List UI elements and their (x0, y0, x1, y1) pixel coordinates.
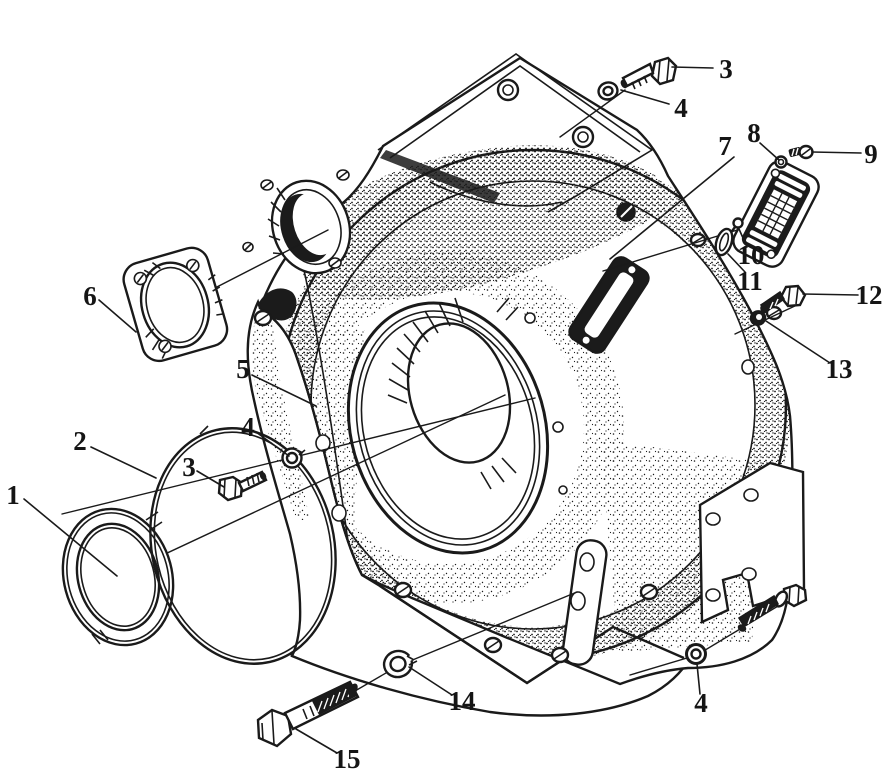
flange-screw-hole (158, 339, 172, 354)
callout-number-oil-seal: 1 (6, 480, 20, 510)
opening-screw-hole (260, 179, 274, 191)
callout-leader-retainer-clip (727, 253, 746, 273)
callout-leader-washer-right (765, 320, 831, 364)
callout-number-vent-screw: 9 (864, 139, 878, 169)
pad-hole (741, 567, 757, 581)
flange-screw-hole (133, 271, 148, 286)
part-spring-washer-bottom (382, 649, 418, 679)
part-bolt-right (759, 284, 807, 314)
callout-number-rear-plate: 5 (236, 354, 250, 384)
callout-number-bolt-lower-front: 3 (182, 452, 196, 482)
part-washer-lower-front (281, 445, 306, 469)
callout-number-bolt-right: 12 (856, 280, 883, 310)
pad-bolt-hole (571, 125, 595, 149)
callout-number-washer-lower-front: 4 (241, 412, 255, 442)
callout-number-retainer-clip: 11 (737, 266, 763, 296)
pad-hole (743, 488, 759, 502)
pad-hole (705, 512, 721, 526)
bottom-flange (379, 539, 685, 685)
callout-number-long-bolt: 15 (334, 744, 361, 774)
callout-number-washer-top: 4 (674, 93, 688, 123)
flange-screw (550, 646, 570, 664)
callout-number-vent-lock-washer: 8 (747, 118, 761, 148)
callout-leader-washer-top (620, 89, 670, 105)
callout-leader-rear-plate (251, 374, 317, 407)
part-oil-seal (61, 507, 175, 647)
part-bolt-top (620, 56, 678, 90)
pad-bolt-hole (496, 78, 520, 102)
flange-screw (639, 583, 659, 601)
face-boss (616, 202, 636, 222)
callout-leader-spring-washer-bottom (408, 666, 453, 696)
callout-leader-bolt-lower-front (196, 470, 225, 488)
callout-leader-gasket-ring (90, 446, 157, 479)
part-washer-lower-right (685, 643, 707, 665)
part-cover-flange (122, 246, 229, 363)
callout-number-washer-lower-right: 4 (694, 688, 708, 718)
callout-leader-washer-lower-front (255, 431, 290, 457)
vent-opening (568, 256, 650, 354)
callout-number-retainer-pin: 10 (738, 240, 765, 270)
part-washer-right (749, 310, 767, 326)
part-washer-top (597, 81, 619, 101)
callout-number-vent-plate: 7 (718, 131, 732, 161)
part-bolt-lower-front (217, 470, 268, 502)
housing-casting (242, 53, 806, 686)
opening-screw-hole (328, 257, 342, 269)
callout-leader-washer-lower-right (696, 663, 701, 695)
callout-leader-bolt-right (802, 293, 859, 296)
callout-leader-vent-screw (811, 151, 862, 154)
part-gasket-ring (149, 425, 337, 665)
part-long-bolt (256, 680, 360, 748)
callout-number-cover-flange: 6 (83, 281, 97, 311)
callout-number-bolt-top: 3 (719, 54, 733, 84)
part-vent-screw (788, 144, 814, 160)
callout-leader-long-bolt (295, 728, 338, 754)
upper-left-opening (242, 169, 352, 275)
opening-screw-hole (242, 241, 254, 253)
callout-number-spring-washer-bottom: 14 (449, 686, 476, 716)
callout-leader-cover-flange (98, 299, 137, 333)
part-retainer-clip (714, 227, 734, 257)
flange-screw (393, 581, 413, 599)
callout-number-washer-right: 13 (826, 354, 853, 384)
callout-leader-oil-seal (23, 498, 118, 577)
callout-number-gasket-ring: 2 (73, 426, 87, 456)
flange-screw-hole (186, 258, 200, 273)
pad-hole (705, 588, 721, 602)
callout-leader-bolt-top (671, 66, 714, 69)
opening-screw-hole (336, 169, 350, 181)
callout-leader-vent-plate (609, 156, 735, 260)
part-stud-lower-right (737, 583, 808, 632)
part-vent-plate (732, 160, 820, 268)
top-mounting-pad (377, 53, 654, 213)
callout-leader-retainer-pin (738, 228, 748, 248)
right-mounting-pad (698, 461, 806, 624)
callout-leader-vent-lock-washer (759, 142, 780, 161)
flange-screw (483, 636, 503, 654)
